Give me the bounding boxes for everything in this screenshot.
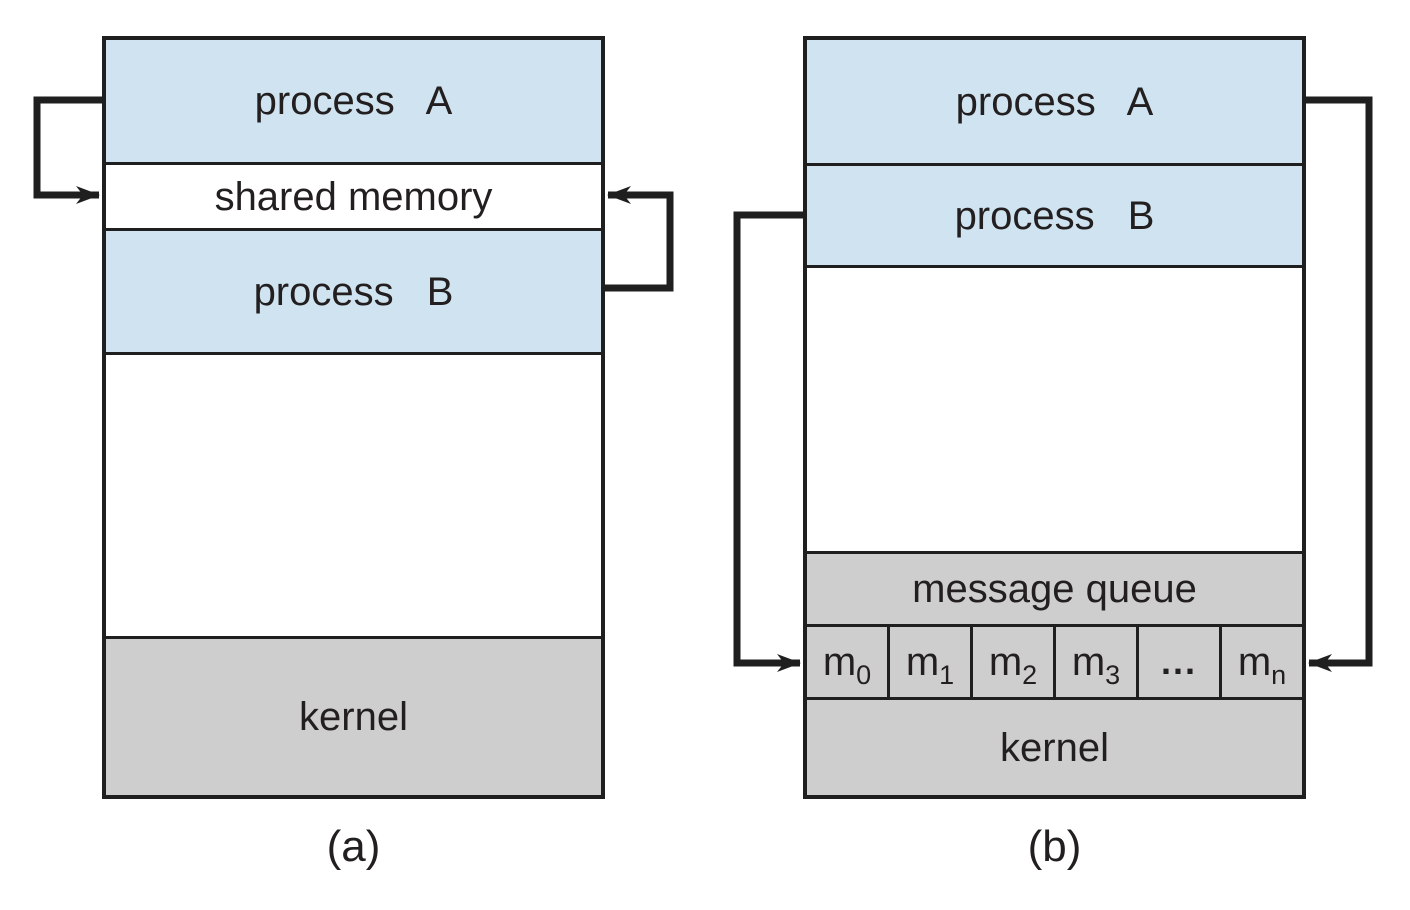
section-a-process-a: process A (106, 40, 601, 165)
process-a-label: process A (955, 79, 1154, 124)
process-a-label: process A (254, 79, 453, 123)
cell-subscript: 2 (1022, 660, 1038, 690)
section-a-kernel: kernel (106, 639, 601, 795)
cell-subscript: 3 (1105, 660, 1121, 690)
section-b-kernel: kernel (807, 700, 1302, 795)
section-b-process-a: process A (807, 40, 1302, 166)
kernel-label: kernel (1000, 725, 1109, 770)
section-b-message-queue: message queue (807, 554, 1302, 627)
section-a-empty-space (106, 355, 601, 639)
caption-a: (a) (326, 822, 381, 871)
shared-memory-label: shared memory (214, 174, 493, 219)
cell-subscript: 1 (939, 660, 955, 690)
section-b-empty-space (807, 268, 1302, 554)
arrow-process-a-to-message-queue (1306, 96, 1373, 672)
section-a-process-b: process B (106, 231, 601, 355)
process-b-label: process B (253, 269, 454, 314)
cell-base: m (1071, 640, 1106, 684)
caption-b: (b) (1027, 822, 1082, 871)
cell-base: m (822, 640, 857, 684)
arrow-process-b-to-shared-memory (605, 186, 674, 292)
arrow-process-a-to-shared-memory (33, 96, 102, 204)
cell-base: m (1237, 640, 1272, 684)
cell-subscript: n (1271, 660, 1287, 690)
queue-cell-ellipsis: ... (1139, 627, 1222, 697)
section-b-process-b: process B (807, 166, 1302, 268)
cell-base: m (905, 640, 940, 684)
process-b-label: process B (954, 193, 1155, 238)
cell-subscript: 0 (856, 660, 872, 690)
section-a-shared-memory: shared memory (106, 165, 601, 231)
message-queue-label: message queue (912, 567, 1197, 611)
arrow-process-b-to-message-queue (733, 211, 803, 672)
cell-base: m (988, 640, 1023, 684)
kernel-label: kernel (299, 695, 408, 739)
cell-base: ... (1160, 641, 1197, 682)
diagram-a-box: process A shared memory process B kernel (102, 36, 605, 799)
